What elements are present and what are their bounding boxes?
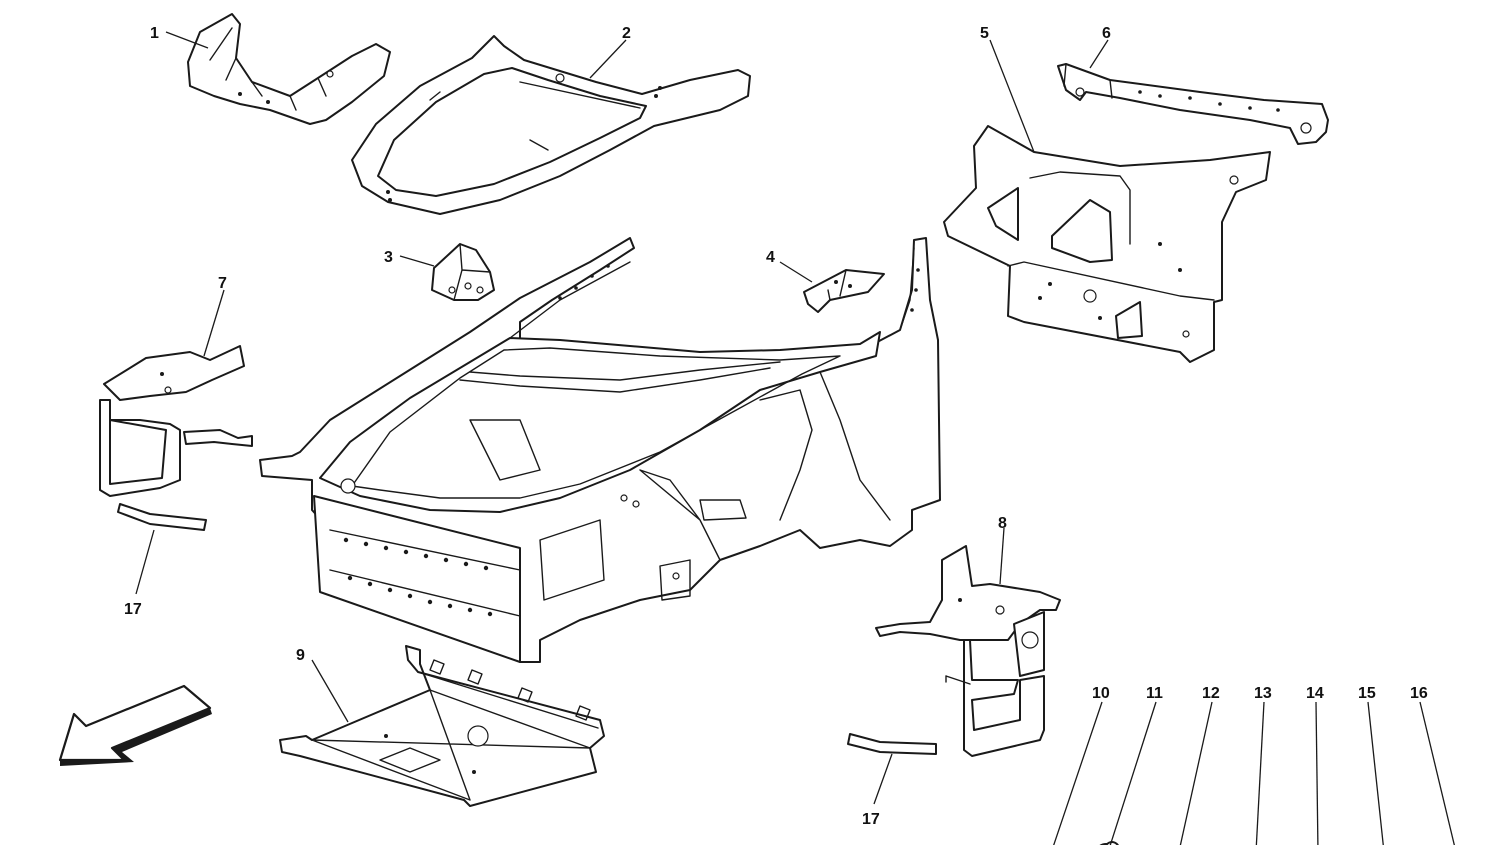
callout-1: 1 bbox=[150, 25, 159, 42]
callout-2: 2 bbox=[622, 25, 631, 42]
callout-4: 4 bbox=[766, 249, 775, 266]
callout-13: 13 bbox=[1254, 685, 1272, 702]
part-5-rear-bulkhead[interactable] bbox=[943, 125, 1271, 363]
part-7-front-left-frame[interactable] bbox=[99, 345, 253, 497]
callout-16: 16 bbox=[1410, 685, 1428, 702]
callout-labels: 1 2 3 4 5 6 7 8 9 10 11 12 13 14 15 16 1… bbox=[124, 25, 1428, 828]
callout-8: 8 bbox=[998, 515, 1007, 532]
part-8-front-right-frame[interactable] bbox=[875, 545, 1061, 757]
callout-7: 7 bbox=[218, 275, 227, 292]
part-17-seal-left[interactable] bbox=[117, 503, 207, 531]
part-9-undertray-panel[interactable] bbox=[279, 645, 605, 807]
front-chassis-structure[interactable] bbox=[259, 237, 941, 663]
callout-15: 15 bbox=[1358, 685, 1376, 702]
part-2-windscreen-frame[interactable] bbox=[351, 35, 751, 215]
part-1-front-upper-member[interactable] bbox=[187, 13, 391, 125]
callout-17-right: 17 bbox=[862, 811, 880, 828]
part-4-plate-bracket[interactable] bbox=[803, 269, 885, 313]
part-6-rear-strip[interactable] bbox=[1057, 63, 1329, 145]
callout-17-left: 17 bbox=[124, 601, 142, 618]
callout-12: 12 bbox=[1202, 685, 1220, 702]
leader-lines bbox=[135, 31, 1455, 845]
callout-10: 10 bbox=[1092, 685, 1110, 702]
callout-5: 5 bbox=[980, 25, 989, 42]
callout-3: 3 bbox=[384, 249, 393, 266]
callout-6: 6 bbox=[1102, 25, 1111, 42]
callout-9: 9 bbox=[296, 647, 305, 664]
part-17-seal-right[interactable] bbox=[847, 733, 937, 755]
part-3-bracket[interactable] bbox=[431, 243, 495, 301]
callout-14: 14 bbox=[1306, 685, 1324, 702]
front-direction-arrow-icon bbox=[58, 684, 212, 766]
callout-11: 11 bbox=[1146, 685, 1163, 702]
